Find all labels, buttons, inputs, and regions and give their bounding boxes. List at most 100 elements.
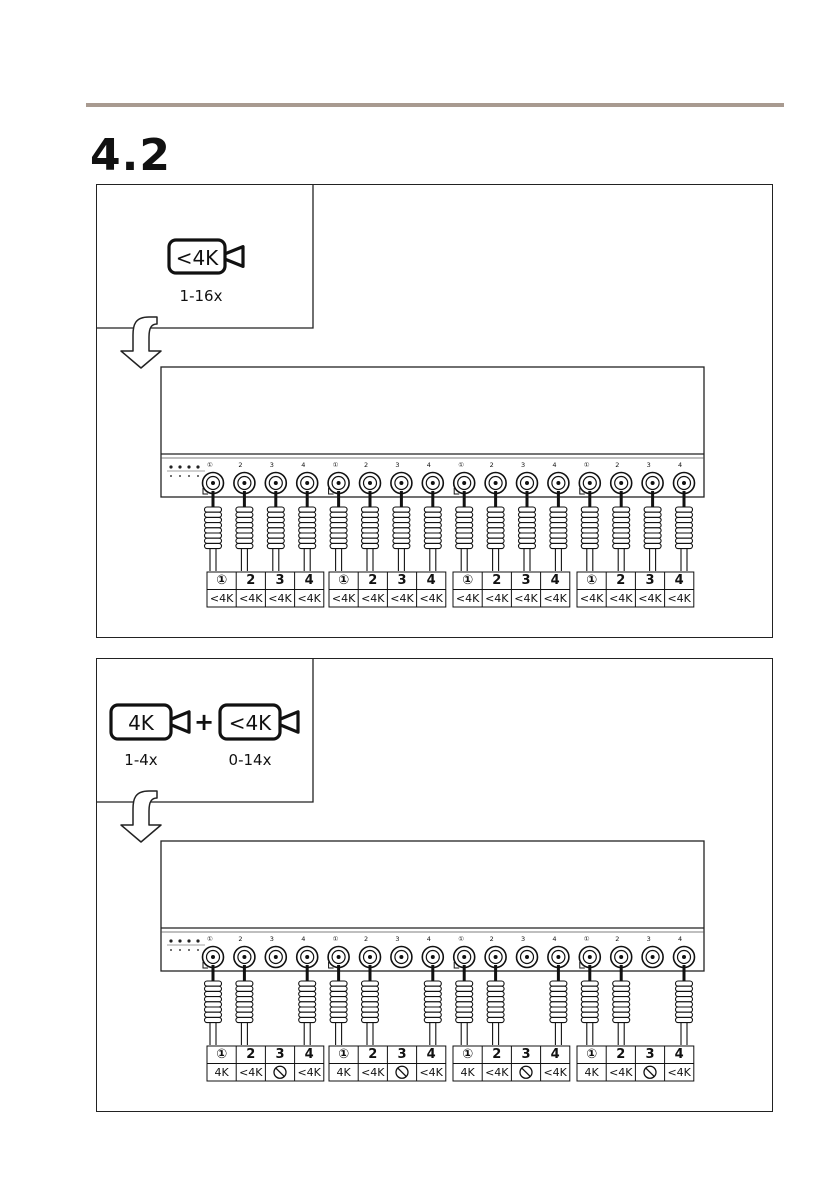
cable-boot-rib [644,517,661,522]
coax-cable [613,965,630,1045]
cable-boot-rib [676,1012,693,1017]
table-value-cell: <4K [358,1067,387,1079]
cable-boot-rib [487,528,504,533]
cable-boot-rib [550,517,567,522]
table-header-cell: ① [577,575,606,587]
table-header-cell: 4 [541,575,570,587]
cable-boot-rib [581,997,598,1002]
cable-boot-rib [581,991,598,996]
port-number-label: ① [458,935,464,943]
bnc-port-pin [588,955,592,959]
cable-boot-rib [205,997,222,1002]
section-number: 4.2 [90,134,171,178]
cable-boot-rib [299,512,316,517]
camera-count-caption: 1-16x [159,289,243,304]
cable-boot-rib [581,528,598,533]
cable-boot-rib [362,1012,379,1017]
table-header-cell: 2 [482,1049,511,1061]
cable-boot-rib [330,538,347,543]
coax-cable [393,491,410,571]
cable-boot-rib [236,512,253,517]
cable-boot-rib [644,523,661,528]
cable-boot-rib [613,997,630,1002]
bnc-port-pin [242,481,246,485]
table-header-cell: 4 [417,575,446,587]
table-value-cell: <4K [358,593,387,605]
coax-cable [456,965,473,1045]
cable-boot-rib [456,1002,473,1007]
table-value-cell: <4K [606,1067,635,1079]
cable-boot-rib [676,533,693,538]
cable-boot-rib [393,528,410,533]
port-number-label: ① [333,461,339,469]
cable-boot-rib [205,523,222,528]
cable-boot-rib [456,523,473,528]
coax-cable [330,965,347,1045]
cable-boot-rib [487,517,504,522]
table-header-cell: 2 [236,575,265,587]
bnc-port-pin [556,481,560,485]
cable-boot-rib [676,1007,693,1012]
cable-boot-rib [456,986,473,991]
cable-boot-rib [550,981,567,986]
table-value-cell: <4K [265,593,294,605]
cable-boot-rib [299,981,316,986]
cable-boot-rib [236,507,253,512]
cable-boot-rib [236,997,253,1002]
coax-cable [613,491,630,571]
table-value-cell: <4K [665,593,694,605]
cable-boot-rib [267,523,284,528]
cable-boot-rib [676,507,693,512]
down-arrow-icon [121,791,161,842]
cable-boot-rib [424,523,441,528]
cable-boot-rib [456,512,473,517]
cable-boot-rib [676,523,693,528]
cable-boot-rib [456,533,473,538]
cable-boot-rib [487,523,504,528]
coax-cable [581,491,598,571]
cable-boot-rib [205,512,222,517]
cable-boot-rib [205,1012,222,1017]
bnc-port-pin [682,481,686,485]
cable-boot-rib [424,1007,441,1012]
cable-boot-rib [550,507,567,512]
table-value-cell: <4K [417,1067,446,1079]
cable-boot-rib [613,512,630,517]
cable-boot-rib [393,517,410,522]
table-header-cell: ① [329,575,358,587]
coax-cable [550,965,567,1045]
cable-boot-rib [676,512,693,517]
led-icon [169,939,172,942]
port-number-label: 4 [552,461,556,469]
bnc-port-pin [242,955,246,959]
cable-boot-rib [362,991,379,996]
led-icon [196,465,199,468]
port-number-label: 4 [678,935,682,943]
cable-boot-rib [205,1007,222,1012]
cable-boot-rib [330,523,347,528]
camera-count-caption: 1-4x [103,753,179,768]
cable-boot-rib [613,523,630,528]
cable-boot-rib [205,533,222,538]
bnc-port-pin [494,481,498,485]
port-number-label: ① [207,461,213,469]
cable-boot-rib [676,1017,693,1022]
table-value-cell: <4K [541,593,570,605]
cable-boot-rib [362,1002,379,1007]
port-number-label: 2 [490,935,494,943]
bnc-port-pin [525,955,529,959]
table-header-cell: ① [329,1049,358,1061]
cable-boot-rib [644,528,661,533]
cable-boot-rib [362,997,379,1002]
bnc-port-pin [619,481,623,485]
bnc-port-pin [431,955,435,959]
cable-boot-rib [456,528,473,533]
table-value-cell: 4K [577,1067,606,1079]
cable-boot-rib [362,512,379,517]
cable-boot-rib [456,538,473,543]
cable-boot-rib [362,986,379,991]
cable-boot-rib [644,512,661,517]
cable-boot-rib [487,507,504,512]
cable-boot-rib [424,1012,441,1017]
cable-boot-rib [330,981,347,986]
